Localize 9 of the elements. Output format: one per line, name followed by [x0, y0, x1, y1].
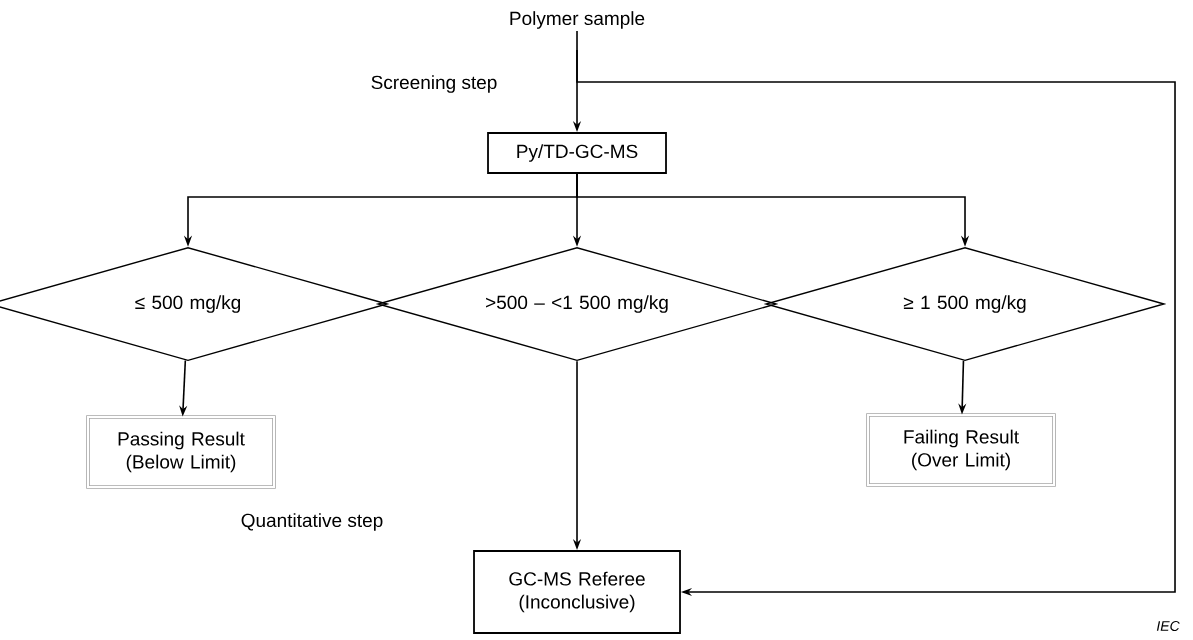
- process-box: GC-MS Referee (Inconclusive): [473, 550, 681, 634]
- source-note: IEC: [1156, 621, 1180, 631]
- process-box: Py/TD-GC-MS: [487, 132, 667, 174]
- step-label: Quantitative step: [241, 513, 383, 531]
- result-box: Passing Result (Below Limit): [86, 415, 276, 489]
- arrow: [576, 49, 1176, 597]
- input-label: Polymer sample: [510, 11, 645, 29]
- result-box: Failing Result (Over Limit): [866, 413, 1056, 487]
- step-label: Screening step: [371, 75, 497, 93]
